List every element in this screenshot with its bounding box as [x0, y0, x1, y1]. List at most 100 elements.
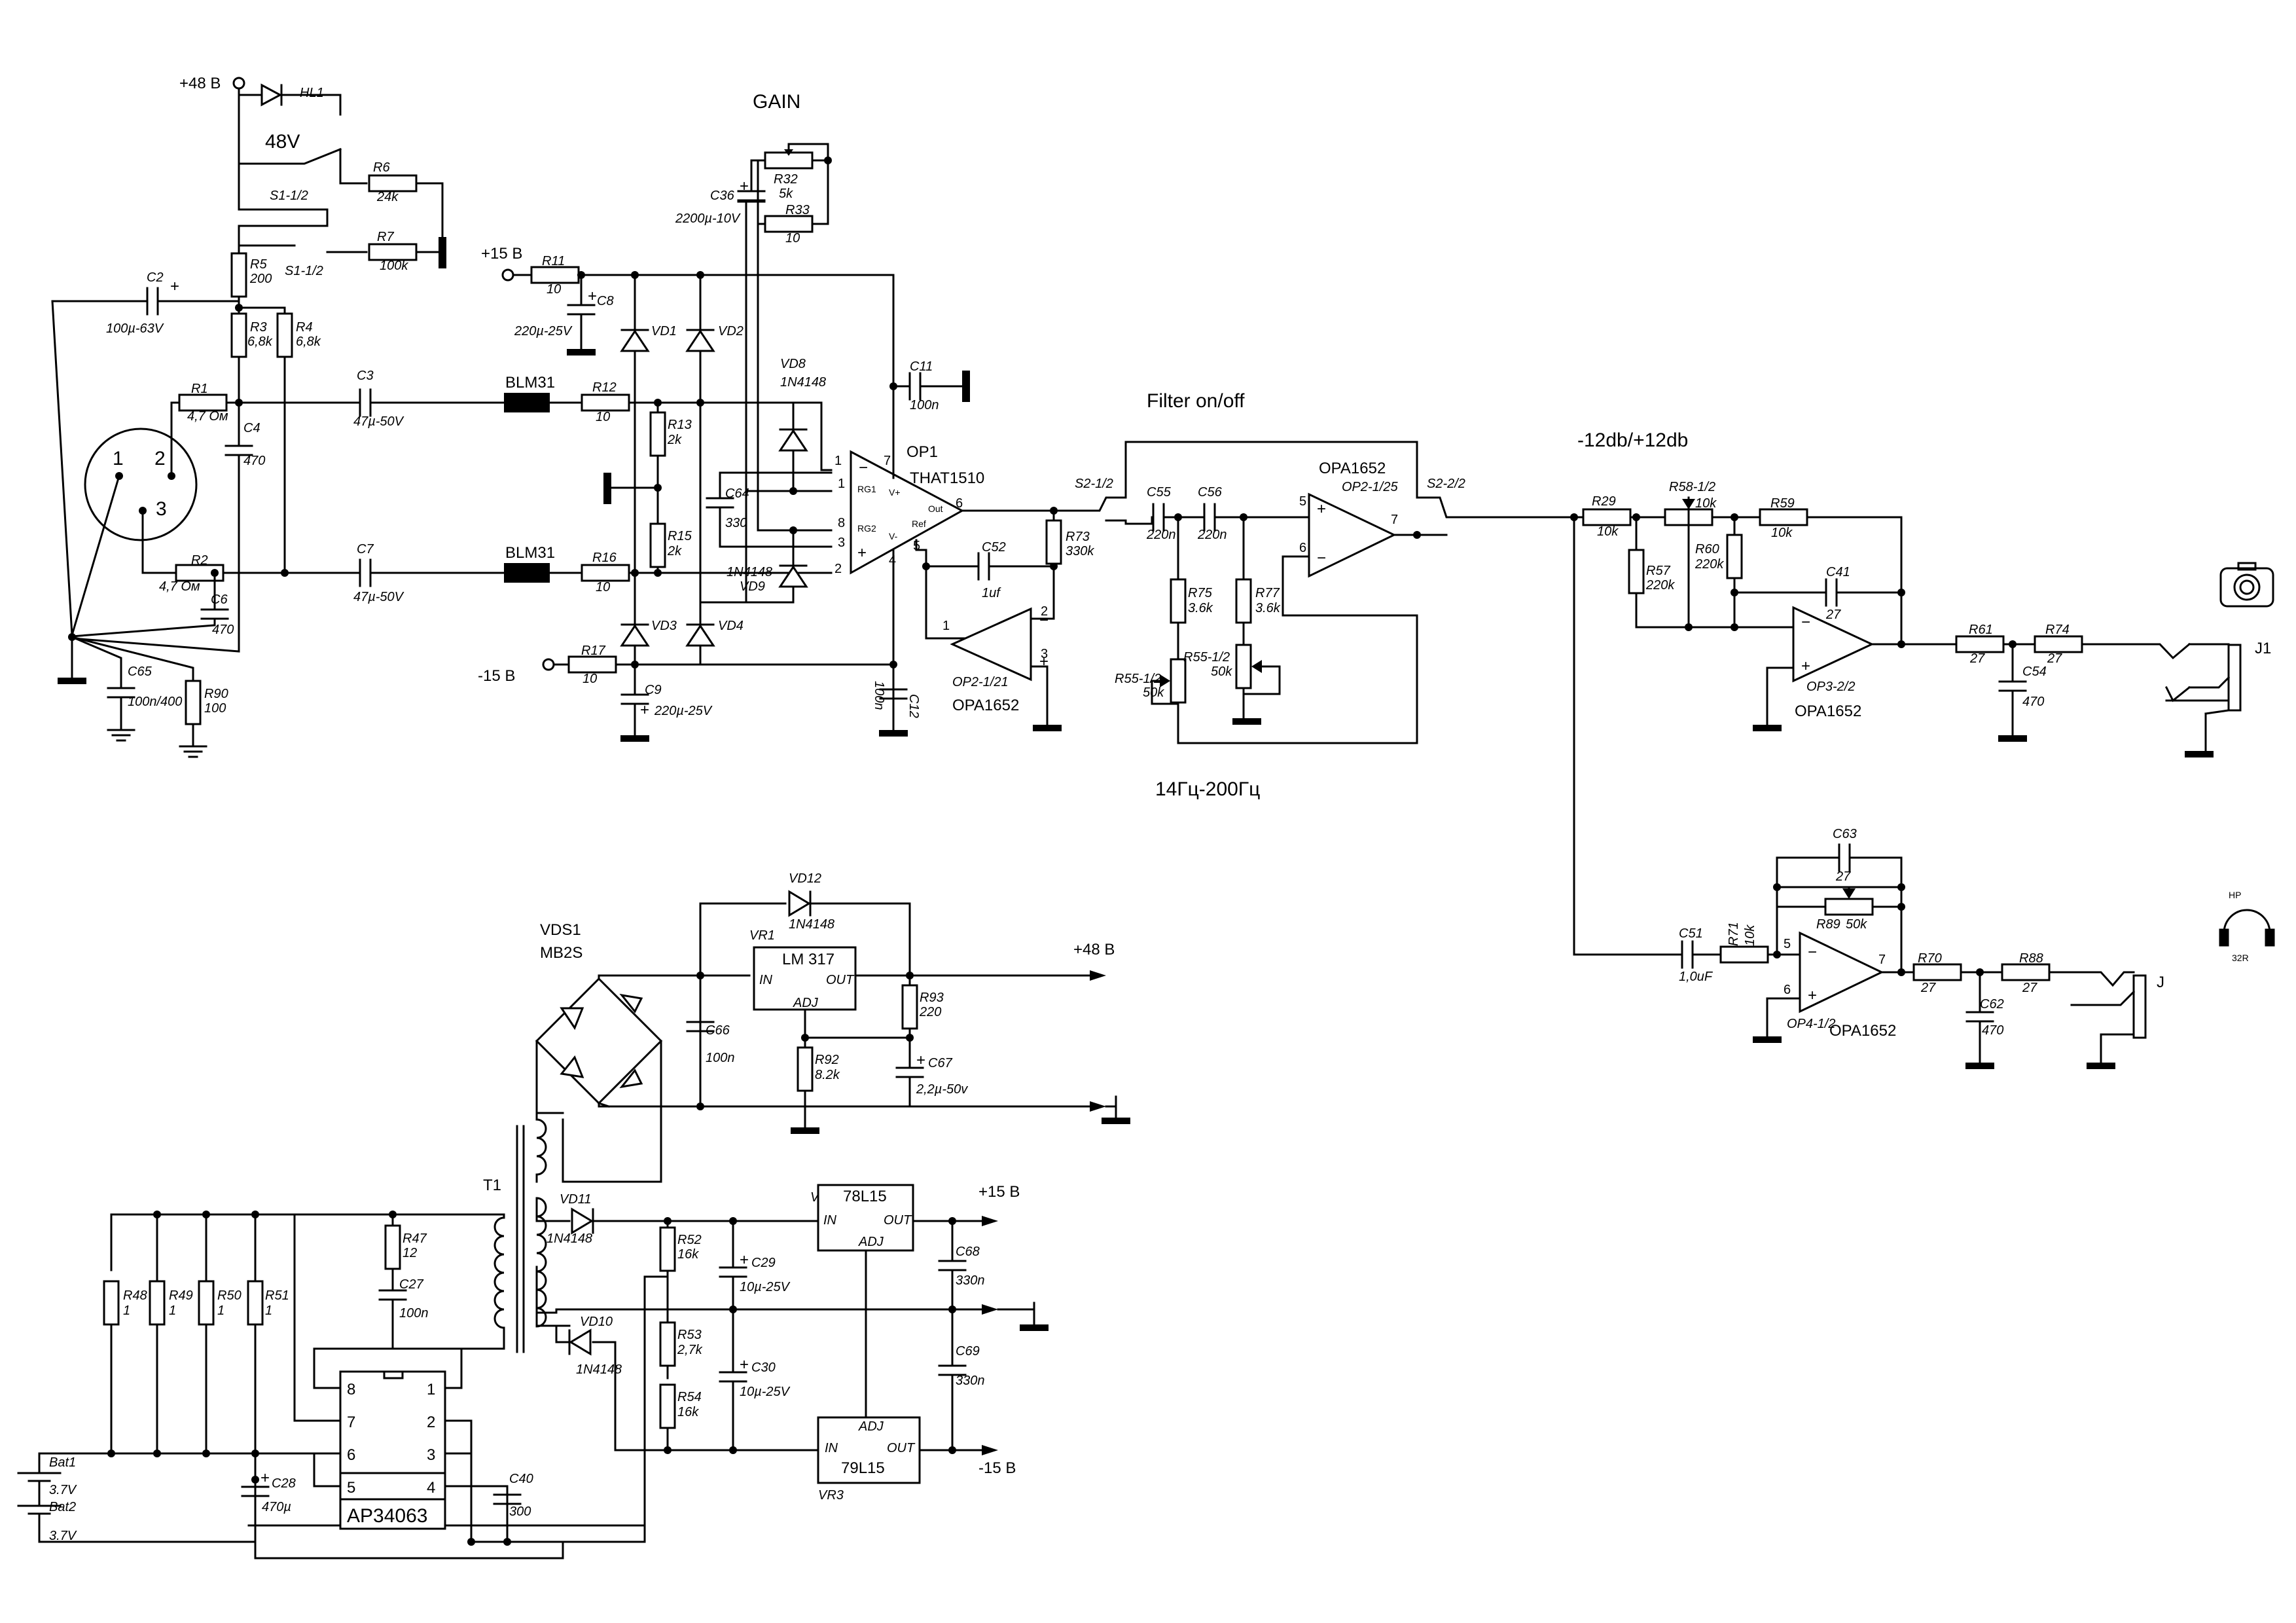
- s2a-label: S2-1/2: [1075, 477, 1113, 491]
- filter-stage: Filter on/off S2-1/2 C55 220n C56 220n R…: [1052, 390, 1572, 800]
- svg-text:+: +: [1801, 657, 1810, 675]
- c41-value: 27: [1825, 608, 1841, 622]
- r29-value: 10k: [1597, 524, 1619, 539]
- c7-value: 47µ-50V: [353, 590, 404, 604]
- switch-s1a-label: S1-1/2: [270, 189, 308, 203]
- r55a-name: R55-1/2: [1115, 672, 1161, 686]
- vr1-adj: ADJ: [793, 996, 819, 1010]
- r51-name: R51: [265, 1288, 289, 1303]
- c68-name: C68: [956, 1245, 980, 1259]
- op2b-name: OP2-1/21: [952, 675, 1009, 689]
- c68-value: 330n: [956, 1273, 985, 1288]
- r73-name: R73: [1066, 530, 1090, 544]
- r13-value: 2k: [667, 433, 682, 447]
- ground-filter: [1232, 718, 1261, 725]
- capacitor-c7: [359, 558, 372, 587]
- c9-value: 220µ-25V: [654, 704, 713, 718]
- r17-value: 10: [583, 672, 597, 686]
- vr1-in: IN: [759, 973, 773, 987]
- diode-vd11: [571, 1208, 594, 1234]
- diode-vd10: [568, 1329, 592, 1355]
- vd3-label: VD3: [651, 619, 677, 633]
- ground-c11: [962, 371, 970, 402]
- c3-value: 47µ-50V: [353, 414, 404, 429]
- led-label: HL1: [300, 86, 324, 100]
- svg-text:+: +: [1808, 987, 1817, 1004]
- op2b-pin-2: 2: [1041, 604, 1048, 619]
- c28-value: 470µ: [262, 1500, 291, 1514]
- r50-name: R50: [217, 1288, 242, 1303]
- svg-text:+: +: [740, 1356, 749, 1374]
- r59-value: 10k: [1771, 526, 1793, 540]
- ground-mid: [603, 473, 611, 504]
- r58-name: R58-1/2: [1669, 480, 1715, 494]
- out-48v-label: +48 В: [1073, 941, 1115, 958]
- bridge-part: MB2S: [540, 944, 583, 962]
- c54-name: C54: [2022, 665, 2047, 679]
- gain-title: GAIN: [753, 91, 800, 113]
- rail-label-m15: -15 В: [478, 667, 515, 685]
- pwm-pin-1: 1: [427, 1381, 435, 1398]
- r51-value: 1: [265, 1304, 272, 1318]
- op2b-pin-3: 3: [1041, 647, 1048, 661]
- j1-label: J1: [2255, 640, 2271, 657]
- phantom-section: +48 В HL1 48V S1-1/2 S1-1/2 R6 24k R7 10…: [51, 75, 446, 358]
- r60-name: R60: [1695, 542, 1719, 556]
- op1-pin-8: 8: [838, 516, 845, 530]
- r92-name: R92: [815, 1053, 839, 1067]
- r90-name: R90: [204, 687, 228, 701]
- vr2-part: 78L15: [843, 1188, 887, 1205]
- resistor-r61: [1955, 635, 2005, 653]
- ground-48v: [1102, 1118, 1130, 1124]
- r88-name: R88: [2019, 951, 2043, 966]
- c12-name: C12: [906, 694, 921, 718]
- switch-s1b-label: S1-1/2: [285, 264, 323, 278]
- op4-name: OP4-1/2: [1787, 1017, 1835, 1031]
- op3-part: OPA1652: [1795, 702, 1861, 720]
- c63-name: C63: [1833, 827, 1857, 841]
- pwm-pin-8: 8: [347, 1381, 355, 1398]
- regulator-lm317: [753, 946, 857, 1011]
- r33-value: 10: [785, 231, 800, 246]
- resistor-r29: [1582, 508, 1632, 526]
- c40-name: C40: [509, 1472, 533, 1486]
- resistor-r5: [230, 252, 247, 298]
- svg-text:−: −: [859, 459, 868, 477]
- c56-name: C56: [1198, 485, 1223, 500]
- r49-value: 1: [169, 1304, 176, 1318]
- c28-name: C28: [272, 1476, 296, 1491]
- r32-value: 5k: [779, 187, 793, 201]
- pot-r89: [1824, 898, 1874, 916]
- op1-pin-vplus: V+: [889, 487, 901, 498]
- blm2-label: BLM31: [505, 544, 555, 562]
- c6-value: 470: [212, 623, 234, 637]
- bat2-voltage: 3.7V: [49, 1529, 77, 1543]
- resistor-r77: [1235, 578, 1252, 624]
- ground-r7: [439, 237, 446, 268]
- ground-15v: [1020, 1324, 1049, 1331]
- c67-value: 2,2µ-50v: [916, 1082, 968, 1097]
- ground-c54: [1998, 735, 2027, 742]
- resistor-r6: [368, 174, 418, 192]
- resistor-r48: [103, 1280, 120, 1326]
- s2b-label: S2-2/2: [1427, 477, 1465, 491]
- c29-value: 10µ-25V: [740, 1280, 791, 1294]
- j-label: J: [2157, 974, 2164, 991]
- r7-value: 100k: [380, 259, 408, 273]
- c66-name: C66: [706, 1023, 730, 1038]
- headphone-stage: C51 1,0uF R71 10k R89 50k C63 27 − + 5 6…: [1573, 516, 2275, 1069]
- op4-pin-5: 5: [1784, 937, 1791, 951]
- r53-value: 2,7k: [677, 1343, 703, 1357]
- r54-value: 16k: [677, 1405, 699, 1419]
- ground-mic: [58, 678, 86, 684]
- capacitor-c55: [1152, 503, 1165, 532]
- resistor-r50: [198, 1280, 215, 1326]
- vr1-name: VR1: [749, 928, 775, 943]
- op4-part: OPA1652: [1829, 1022, 1896, 1040]
- r52-name: R52: [677, 1233, 702, 1247]
- r92-value: 8.2k: [815, 1068, 840, 1082]
- r93-name: R93: [920, 991, 944, 1005]
- capacitor-c54: [1998, 680, 2027, 692]
- r93-value: 220: [919, 1005, 941, 1019]
- mic-input-section: 1 2 3 R1 4,7 Ом R2 4,7 Ом C4 470 C6 470: [51, 300, 833, 758]
